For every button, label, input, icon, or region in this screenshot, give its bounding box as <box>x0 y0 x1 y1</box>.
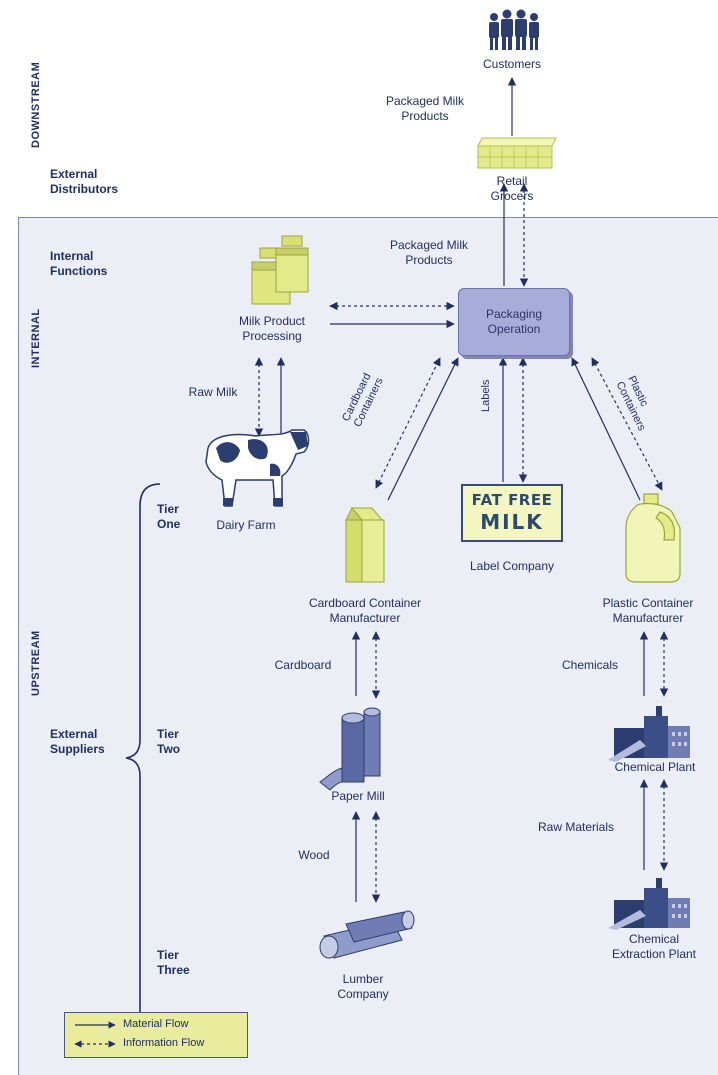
logs-icon <box>319 910 415 959</box>
customers-label: Customers <box>482 57 541 71</box>
legend-arrows <box>74 1021 116 1048</box>
wood-flow-label: Wood <box>298 848 330 862</box>
paper-rolls-icon <box>319 707 381 791</box>
supplier-tier-brace <box>125 483 161 1037</box>
legend-material-label: Material Flow <box>123 1018 189 1030</box>
cardboard-flow-label: Cardboard <box>274 658 332 672</box>
chemicals-flow-label: Chemicals <box>561 658 618 672</box>
label-company-label: Label Company <box>469 559 555 573</box>
cow-icon <box>205 429 310 507</box>
dairy-farm-label: Dairy Farm <box>216 518 276 532</box>
customers-icon <box>489 9 539 50</box>
fat-free-milk-label-art: FAT FREE MILK <box>461 484 563 542</box>
paper-mill-label: Paper Mill <box>331 789 385 803</box>
info-cardboard-packaging <box>375 357 441 489</box>
raw-materials-flow-label: Raw Materials <box>537 820 615 834</box>
labels-flow-label: Labels <box>480 379 492 412</box>
chemical-plant-icon <box>608 706 690 762</box>
milk-carton-icon <box>345 507 385 583</box>
info-plastic-packaging <box>591 357 663 491</box>
legend-information-label: Information Flow <box>123 1037 205 1049</box>
raw-milk-label: Raw Milk <box>188 385 238 399</box>
milk-cans-icon <box>251 235 309 305</box>
chemical-extraction-icon <box>608 878 690 930</box>
retail-grocers-icon <box>477 137 557 169</box>
legend-box: Material Flow Information Flow <box>64 1012 248 1058</box>
plastic-jug-icon <box>625 493 681 583</box>
flow-cardboard-to-packaging <box>387 357 459 501</box>
chemical-plant-label: Chemical Plant <box>614 760 696 774</box>
